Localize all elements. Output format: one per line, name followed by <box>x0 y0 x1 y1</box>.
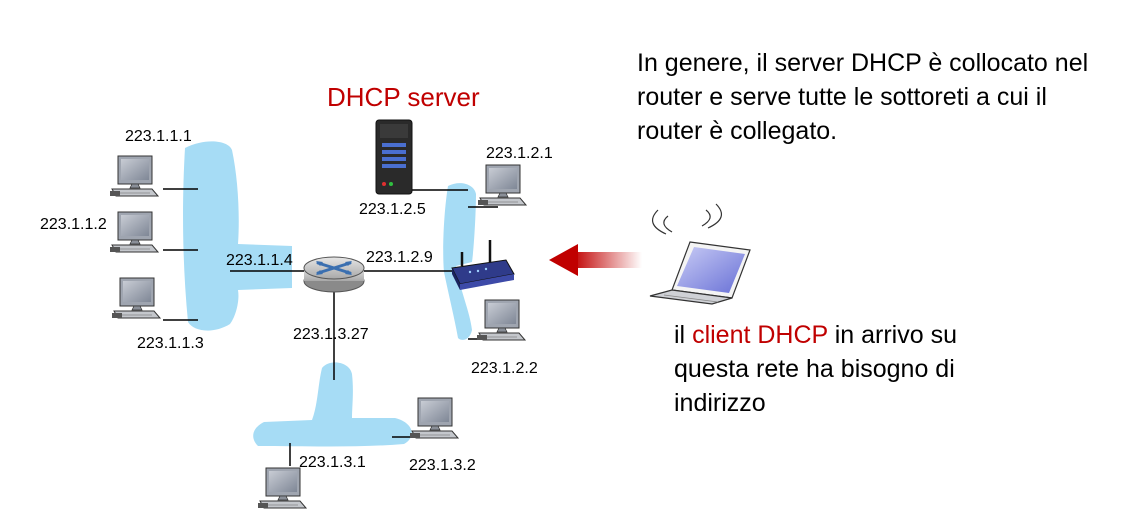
ip-label: 223.1.3.2 <box>409 457 476 474</box>
subnet-1-network <box>183 141 292 331</box>
dhcp-client-note: il client DHCP in arrivo su questa rete … <box>674 318 1034 420</box>
client-note-highlight: client DHCP <box>692 321 828 349</box>
computer-icon <box>257 467 307 509</box>
ip-label: 223.1.2.1 <box>486 145 553 162</box>
wifi-router-icon <box>451 240 515 290</box>
computer-icon <box>476 299 526 341</box>
dhcp-router-note: In genere, il server DHCP è collocato ne… <box>637 49 1089 145</box>
ip-label: 223.1.2.5 <box>359 201 426 218</box>
computer-icon <box>477 164 527 206</box>
ip-label: 223.1.3.1 <box>299 454 366 471</box>
ip-label: 223.1.1.4 <box>226 252 293 269</box>
computer-icon <box>109 211 159 253</box>
ip-label: 223.1.1.2 <box>40 216 107 233</box>
arrow-icon <box>549 244 642 276</box>
computer-icon <box>111 277 161 319</box>
ip-label: 223.1.3.27 <box>293 326 369 343</box>
laptop-icon <box>649 203 751 305</box>
ip-label: 223.1.1.3 <box>137 335 204 352</box>
computer-icon <box>109 155 159 197</box>
subnet-2-network <box>443 183 476 340</box>
server-icon <box>375 119 413 195</box>
client-note-end: in arrivo su questa rete ha bisogno di i… <box>674 321 957 417</box>
ip-label: 223.1.2.9 <box>366 249 433 266</box>
subnet-3-network <box>253 362 412 447</box>
router-icon <box>303 256 365 293</box>
dhcp-server-label: DHCP server <box>327 82 480 112</box>
client-note-start: il <box>674 321 693 349</box>
ip-label: 223.1.2.2 <box>471 360 538 377</box>
computer-icon <box>409 397 459 439</box>
ip-label: 223.1.1.1 <box>125 128 192 145</box>
